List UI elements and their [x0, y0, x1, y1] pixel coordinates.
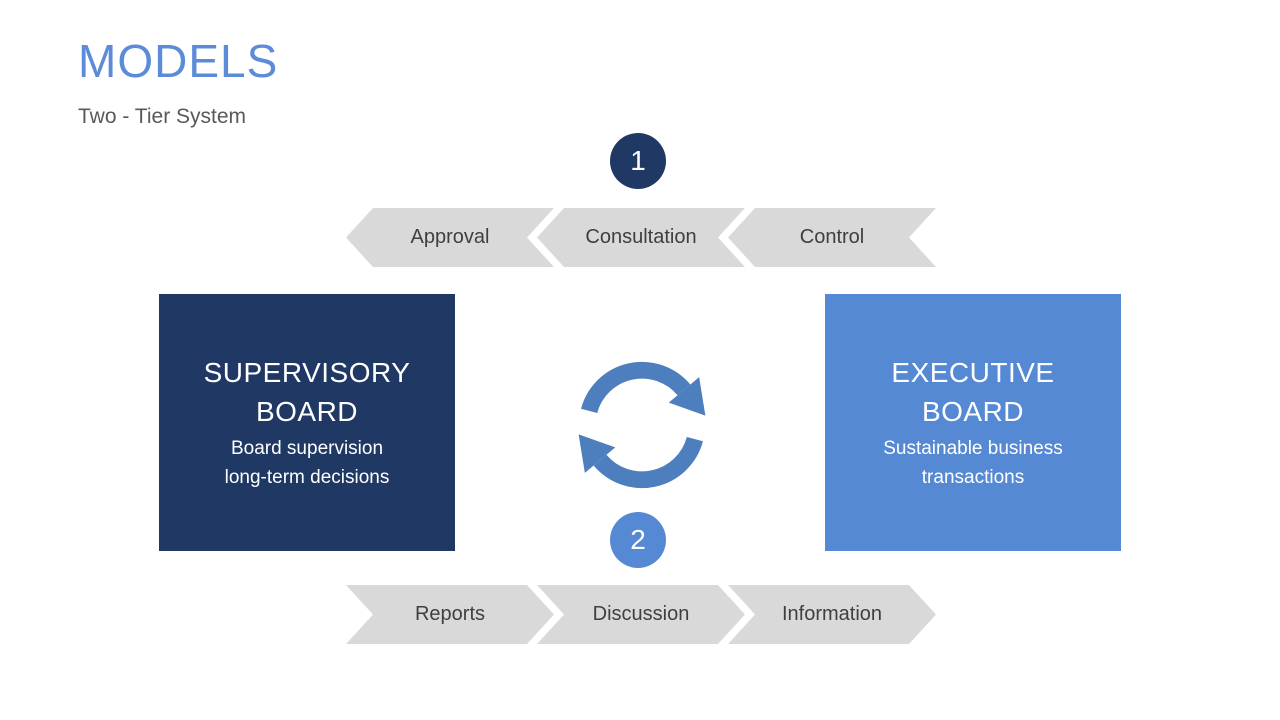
- page-subtitle: Two - Tier System: [78, 105, 247, 128]
- executive-board-description: Sustainable business transactions: [883, 434, 1063, 492]
- supervisory-board-title-line2: BOARD: [255, 396, 359, 427]
- chevron-discussion: Discussion: [537, 585, 745, 644]
- chevron-information-label: Information: [781, 603, 883, 625]
- supervisory-board-title-line1: SUPERVISORY: [203, 357, 411, 388]
- executive-board-title: EXECUTIVE BOARD: [891, 353, 1054, 431]
- executive-board-title-line2: BOARD: [921, 396, 1025, 427]
- supervisory-board-description: Board supervision long-term decisions: [225, 434, 390, 492]
- chevron-control: Control: [728, 208, 936, 267]
- chevron-information: Information: [728, 585, 936, 644]
- top-chevron-row: Approval Consultation Control: [346, 208, 936, 267]
- sync-cycle-arrows-icon: [566, 349, 718, 501]
- supervisory-board-title: SUPERVISORY BOARD: [204, 353, 411, 431]
- chevron-discussion-label: Discussion: [592, 603, 690, 625]
- supervisory-board-desc-line2: long-term decisions: [224, 467, 390, 488]
- supervisory-board-desc-line1: Board supervision: [230, 438, 384, 459]
- chevron-control-label: Control: [799, 226, 865, 248]
- executive-board-desc-line1: Sustainable business: [883, 438, 1063, 459]
- chevron-consultation-label: Consultation: [585, 226, 697, 248]
- chevron-approval-label: Approval: [410, 226, 490, 248]
- executive-board-box: EXECUTIVE BOARD Sustainable business tra…: [825, 294, 1121, 551]
- chevron-reports: Reports: [346, 585, 554, 644]
- step-2-number: 2: [630, 524, 646, 555]
- executive-board-desc-line2: transactions: [921, 467, 1025, 488]
- executive-board-title-line1: EXECUTIVE: [891, 357, 1055, 388]
- supervisory-board-box: SUPERVISORY BOARD Board supervision long…: [159, 294, 455, 551]
- step-1-badge: 1: [610, 133, 666, 189]
- chevron-reports-label: Reports: [414, 603, 486, 625]
- chevron-consultation: Consultation: [537, 208, 745, 267]
- step-1-number: 1: [630, 145, 646, 176]
- step-2-badge: 2: [610, 512, 666, 568]
- chevron-approval: Approval: [346, 208, 554, 267]
- page-title: MODELS: [78, 35, 279, 87]
- bottom-chevron-row: Reports Discussion Information: [346, 585, 936, 644]
